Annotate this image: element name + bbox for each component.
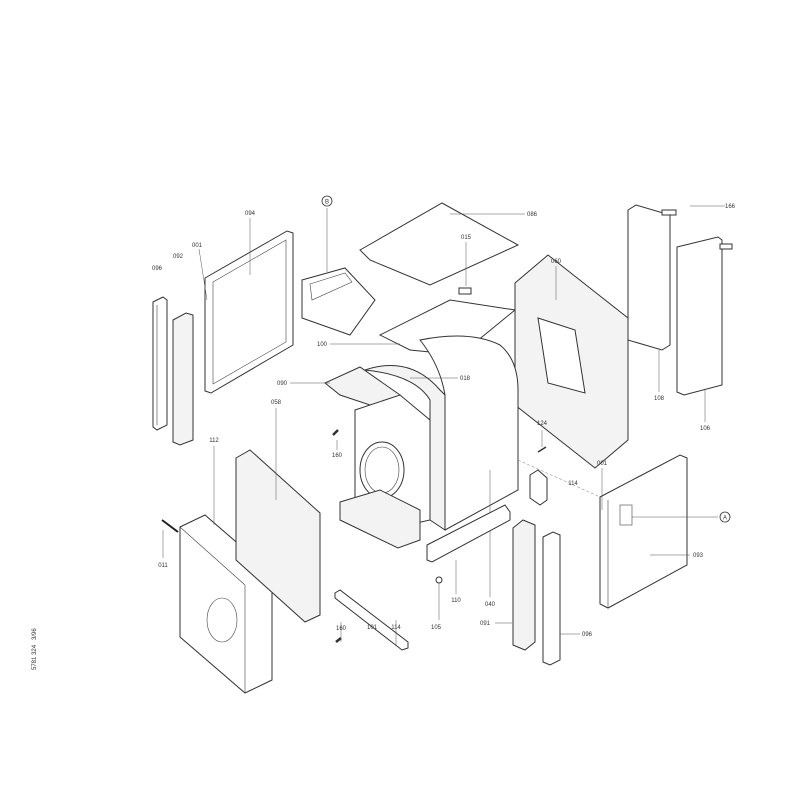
label-001-left: 001 bbox=[192, 243, 203, 249]
drawing-date: 3/96 bbox=[32, 628, 38, 640]
part-control-panel bbox=[301, 208, 376, 336]
label-124: 124 bbox=[537, 421, 548, 427]
label-100: 100 bbox=[317, 342, 328, 348]
label-093: 093 bbox=[693, 553, 704, 559]
part-091-foam-strip bbox=[495, 519, 536, 651]
part-058-insulation-plate bbox=[235, 408, 321, 623]
callout-b-label: B bbox=[325, 200, 329, 206]
part-011-rod bbox=[161, 519, 179, 558]
part-090-front-insulation bbox=[290, 366, 458, 549]
label-112: 112 bbox=[209, 438, 219, 444]
label-092: 092 bbox=[173, 254, 184, 260]
label-094: 094 bbox=[245, 211, 256, 217]
part-096-left-strip bbox=[152, 296, 168, 431]
callout-a-label: A bbox=[723, 516, 727, 522]
label-091: 091 bbox=[480, 621, 491, 627]
label-058: 058 bbox=[271, 400, 282, 406]
label-105: 105 bbox=[431, 625, 442, 631]
part-100-top-plate bbox=[330, 242, 517, 356]
label-096-right: 096 bbox=[582, 632, 593, 638]
label-060: 060 bbox=[551, 259, 562, 265]
part-086-top-cover bbox=[359, 202, 525, 286]
label-110: 110 bbox=[451, 598, 461, 604]
label-114-right: 114 bbox=[568, 481, 578, 487]
part-096-right-strip bbox=[542, 531, 580, 666]
part-060-insulation-frame bbox=[514, 254, 629, 469]
part-094-frame bbox=[198, 218, 294, 394]
label-101: 101 bbox=[367, 625, 378, 631]
part-105-screw bbox=[435, 576, 443, 620]
label-011: 011 bbox=[158, 563, 168, 569]
part-040-boiler-body bbox=[364, 335, 519, 597]
label-106: 106 bbox=[700, 426, 711, 432]
part-092-foam-strip bbox=[172, 312, 194, 446]
label-108: 108 bbox=[654, 396, 665, 402]
label-001-right: 001 bbox=[597, 461, 608, 467]
part-108-rear-panel bbox=[627, 204, 671, 392]
label-090: 090 bbox=[277, 381, 288, 387]
label-086: 086 bbox=[527, 212, 538, 218]
label-160-bottom: 160 bbox=[336, 626, 347, 632]
part-106-rear-panel bbox=[661, 205, 733, 422]
label-160-top: 160 bbox=[332, 453, 343, 459]
drawing-number: 5781 324 bbox=[32, 644, 38, 670]
label-018: 018 bbox=[460, 376, 471, 382]
label-166: 166 bbox=[725, 204, 736, 210]
label-040: 040 bbox=[485, 602, 496, 608]
label-015: 015 bbox=[461, 235, 472, 241]
callout-a: A bbox=[719, 511, 731, 523]
part-093-side-panel bbox=[599, 454, 718, 609]
part-114-bars bbox=[334, 469, 548, 651]
part-160-pins bbox=[332, 429, 342, 643]
label-114-bottom: 114 bbox=[391, 625, 401, 631]
part-110-rail bbox=[426, 504, 511, 594]
part-124-pin bbox=[537, 430, 547, 453]
label-096-left: 096 bbox=[152, 266, 163, 272]
callout-b: B bbox=[321, 195, 333, 207]
